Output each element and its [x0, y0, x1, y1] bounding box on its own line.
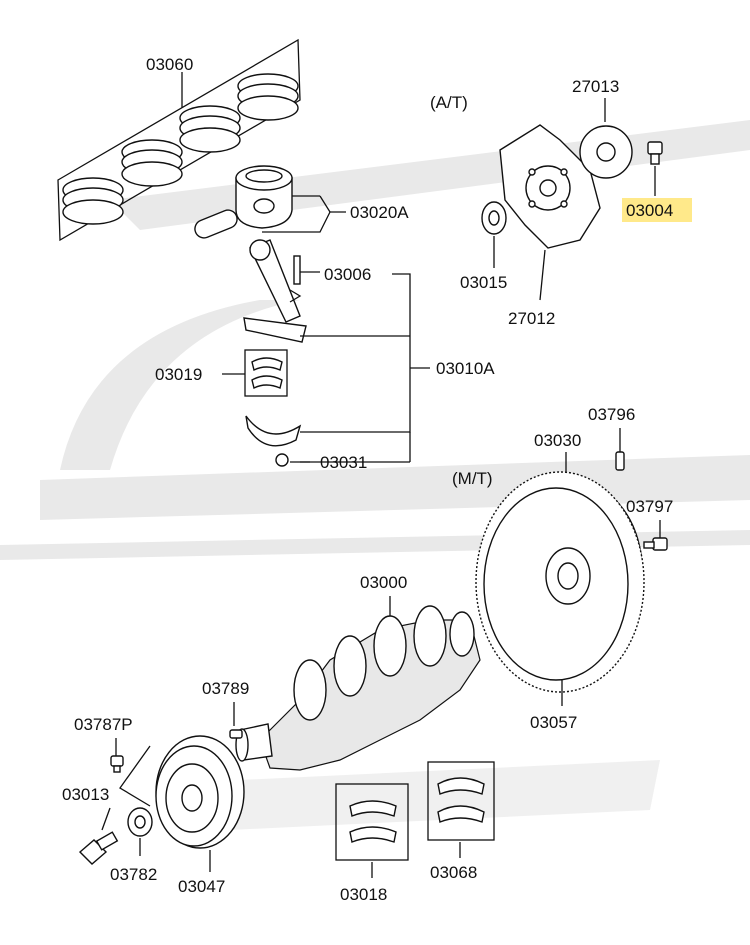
piston-rings-03060[interactable]	[57, 38, 301, 242]
label-03020A: 03020A	[350, 203, 409, 222]
leader-03020A	[262, 211, 346, 233]
label-03030: 03030	[534, 431, 581, 450]
label-27012: 27012	[508, 309, 555, 328]
label-03068: 03068	[430, 863, 477, 882]
leader-03013	[119, 745, 151, 807]
label-mt: (M/T)	[452, 469, 493, 488]
bearing-03068[interactable]	[427, 761, 495, 841]
label-03031: 03031	[320, 453, 367, 472]
label-03789: 03789	[202, 679, 249, 698]
washer-03782[interactable]	[127, 807, 153, 837]
bearing-03019[interactable]	[244, 349, 288, 397]
spacer-03015[interactable]	[481, 201, 507, 235]
label-03019: 03019	[155, 365, 202, 384]
label-27013: 27013	[572, 77, 619, 96]
label-03010A: 03010A	[436, 359, 495, 378]
bolt-03787P[interactable]	[110, 755, 124, 773]
bolt-03004[interactable]	[647, 141, 663, 165]
flywheel-03030[interactable]	[475, 471, 645, 693]
bearing-03018[interactable]	[335, 783, 409, 861]
pulley-03047[interactable]	[155, 735, 245, 849]
bracket-03010A	[300, 273, 411, 433]
label-at: (A/T)	[430, 93, 468, 112]
label-03057: 03057	[530, 713, 577, 732]
key-03789[interactable]	[229, 729, 243, 739]
bolt-03797[interactable]	[643, 537, 668, 551]
label-03004: 03004	[626, 201, 673, 220]
rod-cap[interactable]	[245, 415, 302, 467]
label-03796: 03796	[588, 405, 635, 424]
label-03797: 03797	[626, 497, 673, 516]
bolt-03013[interactable]	[78, 831, 119, 865]
connecting-rod[interactable]	[243, 239, 307, 343]
label-03787P: 03787P	[74, 715, 133, 734]
label-03006: 03006	[324, 265, 371, 284]
piston-03020A[interactable]	[192, 165, 293, 241]
drive-plate-27012[interactable]	[499, 124, 601, 249]
label-03060: 03060	[146, 55, 193, 74]
label-03047: 03047	[178, 877, 225, 896]
highlight-03004	[622, 198, 692, 222]
label-03013: 03013	[62, 785, 109, 804]
label-03782: 03782	[110, 865, 157, 884]
label-03000: 03000	[360, 573, 407, 592]
adapter-plate-27013[interactable]	[579, 125, 633, 179]
dowel-pin-03796[interactable]	[615, 451, 625, 471]
label-03015: 03015	[460, 273, 507, 292]
crankshaft-03000[interactable]	[235, 605, 481, 771]
label-03018: 03018	[340, 885, 387, 904]
